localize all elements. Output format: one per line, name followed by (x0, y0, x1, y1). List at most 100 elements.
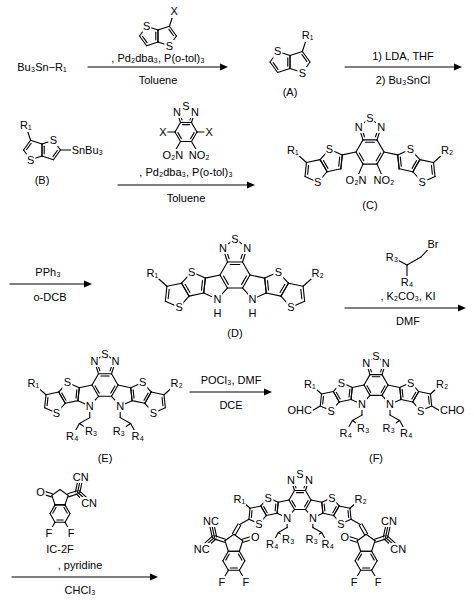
reaction-arrow (118, 184, 250, 185)
bond-line (24, 140, 31, 150)
bond-line (99, 373, 112, 374)
bond-line (162, 397, 164, 405)
bond-line (352, 385, 364, 387)
compound-label: (A) (282, 86, 299, 98)
arrow-head (247, 182, 255, 189)
bond-line (289, 56, 290, 69)
bond-line (53, 150, 58, 156)
bond-line (59, 392, 65, 403)
bond-line (333, 392, 339, 402)
bond-line (238, 554, 242, 560)
atom-label: S (313, 176, 322, 188)
atom-label: N (89, 355, 99, 367)
bond-line (356, 152, 363, 164)
reaction-arrow (345, 307, 461, 308)
bond-line (370, 374, 382, 375)
bond-line (336, 392, 340, 399)
bond-line (112, 385, 119, 396)
bond-line (44, 146, 45, 154)
bond-line (388, 385, 400, 387)
arrow-head (84, 281, 92, 288)
bond-line (53, 150, 60, 160)
atom-label: S (174, 301, 183, 313)
atom-label: S (165, 40, 174, 52)
bond-line (52, 495, 55, 505)
bond-line (235, 526, 241, 536)
bond-line (164, 395, 165, 408)
reaction-arrow (345, 66, 457, 67)
bond-line (225, 541, 228, 551)
bond-line (402, 389, 404, 397)
bond-line (431, 165, 433, 174)
bond-line (342, 152, 356, 155)
atom-label: N (115, 400, 125, 412)
atom-label: CHO (439, 404, 465, 416)
atom-label: S (325, 143, 334, 155)
bond-line (65, 505, 70, 514)
bond-line (381, 386, 385, 393)
bond-line (228, 551, 239, 552)
atom-label: R₄ (339, 426, 353, 438)
bond-line (168, 289, 169, 299)
atom-label: NC (202, 515, 220, 527)
bond-line (281, 283, 289, 296)
bond-line (191, 133, 195, 139)
bond-line (313, 406, 320, 410)
bond-line (352, 415, 362, 420)
atom-label: R₁ (233, 493, 247, 505)
atom-label: O (339, 531, 350, 543)
bond-line (341, 155, 342, 169)
bond-line (289, 56, 290, 69)
bond-line (264, 507, 268, 513)
atom-label: F (374, 576, 383, 588)
atom-label: OHC (287, 404, 313, 416)
bond-line (363, 164, 377, 165)
bond-line (79, 385, 92, 388)
bond-line (333, 507, 337, 513)
bond-line (313, 528, 322, 533)
atom-label: S (327, 405, 336, 417)
bond-line (384, 152, 398, 155)
reaction-arrow (190, 391, 267, 392)
bond-line (377, 152, 384, 164)
atom-label: R₃ (281, 533, 295, 545)
atom-label: F (217, 576, 226, 588)
atom-label: R₃ (112, 425, 126, 437)
bond-line (157, 30, 158, 42)
bond-line (413, 160, 420, 172)
bond-line (372, 376, 380, 377)
reagent-text: DMF (395, 315, 421, 327)
bond-line (366, 534, 375, 540)
bond-line (57, 519, 63, 520)
atom-label: R₁ (301, 29, 315, 41)
atom-label: CN (80, 497, 98, 509)
bond-line (357, 534, 366, 540)
bond-line (144, 393, 148, 400)
bond-line (65, 514, 70, 523)
bond-line (181, 141, 192, 142)
bond-line (151, 392, 164, 395)
bond-line (251, 510, 253, 517)
bond-line (60, 489, 68, 495)
bond-line (348, 389, 350, 397)
bond-line (376, 153, 380, 161)
bond-line (390, 415, 400, 420)
atom-label: F (45, 527, 54, 539)
atom-label: R₄ (400, 276, 414, 288)
atom-label: N (85, 400, 95, 412)
bond-line (366, 142, 375, 143)
bond-line (382, 385, 388, 395)
atom-label: O₂N (161, 149, 184, 161)
bond-line (165, 286, 167, 301)
atom-label: R₄ (399, 426, 413, 438)
bond-line (239, 551, 245, 561)
bond-line (131, 388, 132, 401)
atom-label: N (190, 106, 200, 118)
bond-line (261, 506, 267, 516)
bond-line (143, 36, 148, 42)
bond-line (322, 392, 334, 394)
reagent-text: , pyridine (57, 559, 104, 571)
atom-label: F (350, 576, 359, 588)
bond-line (290, 51, 302, 55)
atom-label: CN (389, 543, 407, 555)
